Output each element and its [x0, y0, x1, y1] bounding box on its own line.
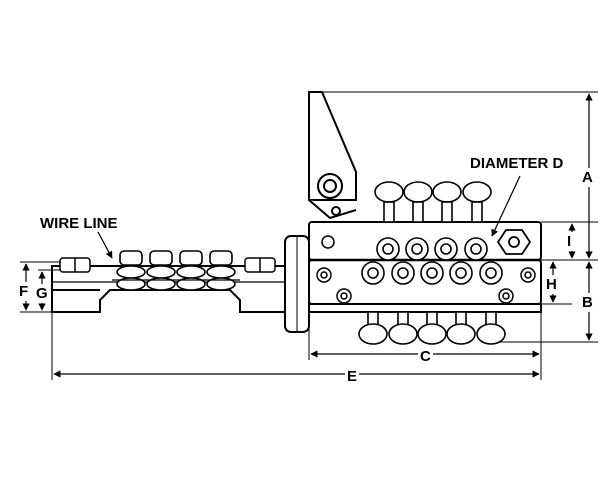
wire-line-leader — [97, 231, 113, 259]
dim-a-label: A — [582, 169, 593, 186]
lower-knobs — [358, 311, 506, 345]
hex-nut — [496, 229, 532, 255]
callout-leaders — [97, 175, 521, 259]
upper-knobs — [374, 181, 492, 223]
dim-c-label: C — [420, 348, 431, 365]
bracket — [308, 91, 357, 220]
dim-g-label: G — [36, 285, 48, 302]
dim-h-label: H — [546, 276, 557, 293]
dim-i-label: I — [567, 233, 571, 250]
label-mask — [17, 282, 31, 301]
dim-b-label: B — [582, 294, 593, 311]
label-mask — [345, 367, 360, 386]
label-mask — [580, 168, 595, 187]
clamp-end-bolts — [59, 257, 276, 273]
clamp-rollers — [116, 250, 236, 291]
label-mask — [580, 293, 595, 312]
wire-line-label: WIRE LINE — [40, 215, 118, 232]
flange — [284, 235, 310, 333]
label-mask — [34, 284, 50, 303]
diameter-leader — [491, 175, 521, 237]
dim-e-label: E — [347, 368, 357, 385]
housing-bolts — [316, 235, 536, 304]
lower-sheaves — [361, 261, 503, 285]
upper-sheaves — [376, 237, 488, 261]
label-mask — [565, 232, 574, 251]
diameter-label: DIAMETER D — [470, 155, 564, 172]
label-mask — [544, 275, 559, 294]
label-mask — [418, 347, 433, 366]
dim-f-label: F — [19, 283, 28, 300]
